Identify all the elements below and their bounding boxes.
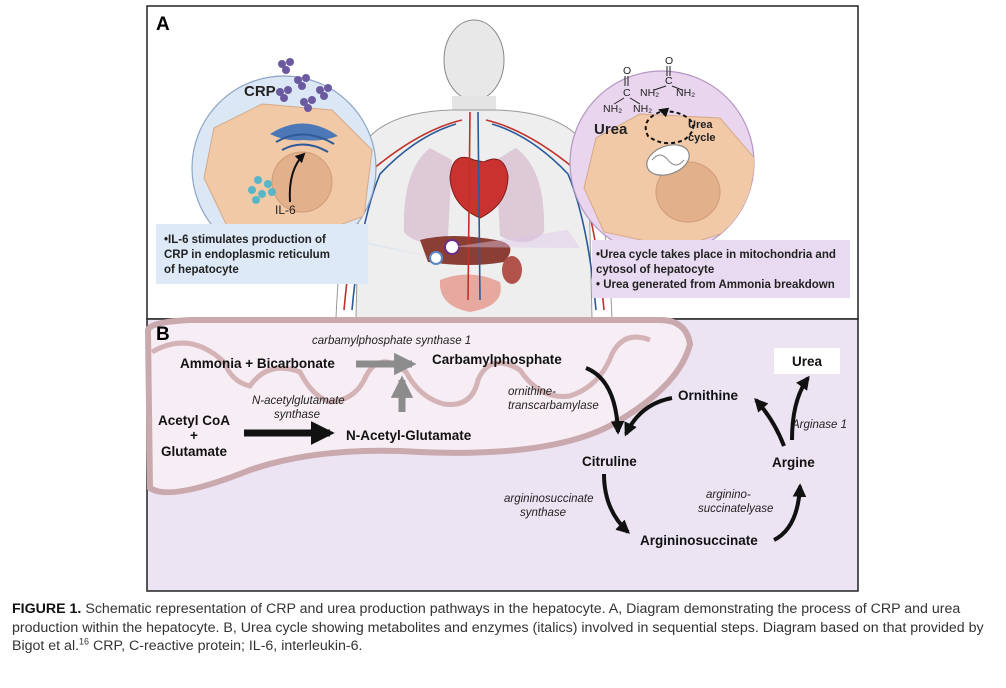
arrow-citruline-to-argininosuccinate	[602, 473, 631, 534]
arrow-argininosuccinate-to-argine	[773, 483, 807, 542]
enzyme-asl-1: arginino-	[706, 489, 751, 501]
arrow-carbamyl-to-citruline	[585, 366, 625, 435]
crp-note: •IL-6 stimulates production of CRP in en…	[156, 224, 368, 284]
urea-cycle-label-1: Urea	[688, 119, 713, 131]
enzyme-nags-2: synthase	[274, 409, 320, 421]
enzyme-arginase: Arginase 1	[791, 419, 847, 431]
metabolite-citruline: Citruline	[582, 454, 637, 469]
urea-product-box	[774, 348, 840, 374]
urea-label: Urea	[594, 121, 628, 138]
metabolite-acetyl-coa: Acetyl CoA	[158, 413, 230, 428]
metabolite-glutamate: Glutamate	[161, 444, 228, 459]
il6-molecules-icon	[248, 176, 276, 204]
urea-note-line-1: •Urea cycle takes place in mitochondria …	[596, 249, 836, 261]
svg-text:C: C	[623, 87, 631, 99]
enzyme-asl-2: succinatelyase	[698, 503, 773, 515]
metabolite-urea: Urea	[792, 354, 823, 369]
svg-text:NH₂: NH₂	[603, 103, 622, 115]
caption-reference: 16	[79, 636, 90, 647]
enzyme-cps1: carbamylphosphate synthase 1	[312, 335, 471, 347]
panel-a: A	[146, 5, 859, 320]
il6-label: IL-6	[275, 203, 296, 217]
metabolite-plus: +	[190, 428, 198, 443]
panel-a-label: A	[156, 14, 170, 35]
urea-note-line-2: cytosol of hepatocyte	[596, 264, 714, 276]
crp-hepatocyte-inset: CRP IL-6	[191, 58, 377, 261]
svg-text:C: C	[665, 75, 673, 87]
metabolite-ammonia-bicarbonate: Ammonia + Bicarbonate	[180, 356, 335, 371]
crp-molecules-icon	[276, 58, 332, 112]
panel-b-label: B	[156, 324, 170, 345]
svg-text:O: O	[665, 55, 673, 67]
metabolite-n-acetyl-glutamate: N-Acetyl-Glutamate	[346, 428, 472, 443]
crp-note-line-1: •IL-6 stimulates production of	[164, 234, 326, 246]
urea-note-line-3: • Urea generated from Ammonia breakdown	[596, 279, 835, 291]
enzyme-nags-1: N-acetylglutamate	[252, 395, 345, 407]
svg-text:O: O	[623, 65, 631, 77]
urea-structure-icon: O C NH₂ NH₂ O C NH₂ NH₂	[603, 55, 695, 115]
arrow-ornithine-to-citruline	[624, 396, 673, 437]
enzyme-ass-2: synthase	[520, 507, 566, 519]
metabolite-argine: Argine	[772, 455, 815, 470]
crp-note-line-2: CRP in endoplasmic reticulum	[164, 249, 330, 261]
enzyme-ass-1: argininosuccinate	[504, 493, 594, 505]
urea-note: •Urea cycle takes place in mitochondria …	[592, 240, 850, 298]
arrow-argine-to-urea	[790, 375, 810, 441]
human-body-illustration	[335, 19, 613, 319]
metabolite-carbamylphosphate: Carbamylphosphate	[432, 352, 562, 367]
urea-hepatocyte-inset: O C NH₂ NH₂ O C NH₂ NH₂ Urea Urea cycle	[569, 55, 755, 256]
enzyme-otc-1: ornithine-	[508, 386, 556, 398]
svg-text:NH₂: NH₂	[633, 103, 652, 115]
metabolite-argininosuccinate: Argininosuccinate	[640, 533, 758, 548]
crp-note-line-3: of hepatocyte	[164, 264, 239, 276]
arrow-argine-to-ornithine	[754, 397, 786, 447]
figure-caption: FIGURE 1.Schematic representation of CRP…	[12, 600, 994, 656]
urea-cycle-label-2: cycle	[688, 132, 716, 144]
metabolite-ornithine: Ornithine	[678, 388, 738, 403]
caption-text: Schematic representation of CRP and urea…	[12, 601, 984, 654]
crp-label: CRP	[244, 83, 276, 100]
panel-b: B carbamylphosphate synthase 1 N-acetylg…	[144, 317, 859, 592]
enzyme-otc-2: transcarbamylase	[508, 400, 599, 412]
caption-text-2: CRP, C-reactive protein; IL-6, interleuk…	[89, 638, 363, 654]
caption-lead: FIGURE 1.	[12, 601, 82, 617]
mitochondrion-outline	[144, 317, 694, 496]
